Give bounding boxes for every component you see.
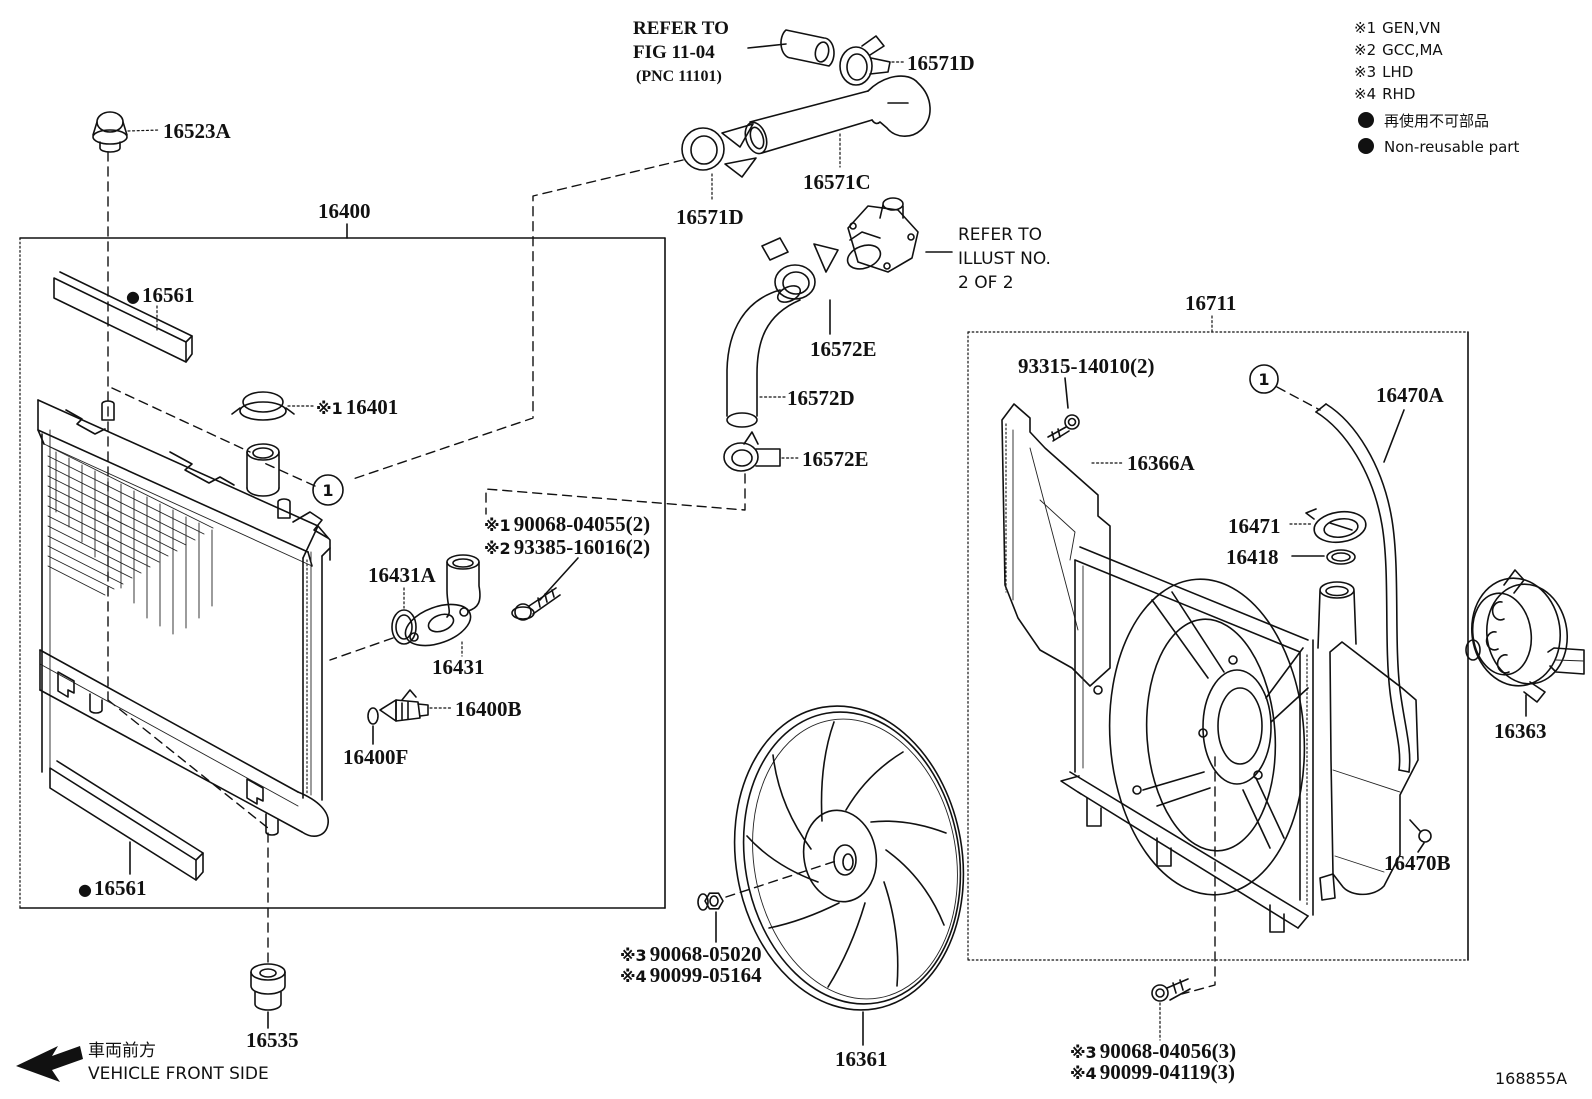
label-16523a[interactable]: 16523A xyxy=(163,119,232,143)
fan-shroud-16711 xyxy=(1060,546,1314,933)
legend-text: GEN,VN xyxy=(1382,19,1441,37)
svg-text:ILLUST NO.: ILLUST NO. xyxy=(958,249,1051,269)
label-93315-14010[interactable]: 93315-14010(2) xyxy=(1018,354,1154,378)
label-16535[interactable]: 16535 xyxy=(246,1028,299,1052)
figure-code: 168855A xyxy=(1495,1069,1567,1088)
label-16572e-top[interactable]: 16572E xyxy=(810,337,877,361)
svg-text:1: 1 xyxy=(1258,370,1269,389)
clamp-16571d-top xyxy=(839,35,891,86)
refer-to-illust-note: REFER TO ILLUST NO. 2 OF 2 xyxy=(925,225,1051,293)
oring-16400f xyxy=(367,707,379,725)
label-16470b[interactable]: 16470B xyxy=(1384,851,1451,875)
water-outlet-16431 xyxy=(404,554,481,647)
label-16571d-top[interactable]: 16571D xyxy=(907,51,975,75)
clip-16470b xyxy=(1409,819,1432,843)
label-16471[interactable]: 16471 xyxy=(1228,514,1281,538)
hose-16571c xyxy=(744,75,931,155)
fan-motor-16363 xyxy=(1465,569,1585,703)
label-16418[interactable]: 16418 xyxy=(1226,545,1279,569)
oring-16431a xyxy=(391,609,417,645)
svg-text:2 OF 2: 2 OF 2 xyxy=(958,273,1014,293)
bolt-90068-04055 xyxy=(511,587,561,621)
label-16561-top[interactable]: ●16561 xyxy=(126,283,194,307)
clamp-16571d-left xyxy=(681,123,757,178)
label-16571d-left[interactable]: 16571D xyxy=(676,205,744,229)
engine-pipe-stub xyxy=(780,29,835,67)
label-16572e-bottom[interactable]: 16572E xyxy=(802,447,869,471)
non-reusable-bullet-icon xyxy=(1358,112,1374,128)
label-16470a[interactable]: 16470A xyxy=(1376,383,1445,407)
label-16571c[interactable]: 16571C xyxy=(803,170,871,194)
assembly-dashed-lines xyxy=(107,151,1321,995)
fan-nut xyxy=(697,892,724,911)
svg-text:REFER TO: REFER TO xyxy=(633,18,729,39)
fan-shroud-assembly-box xyxy=(967,315,1469,961)
cushion-16535 xyxy=(250,963,286,1011)
label-16561-bottom[interactable]: ●16561 xyxy=(78,876,146,900)
radiator-assembly-box xyxy=(19,223,666,909)
gasket-16418 xyxy=(1326,549,1356,565)
label-16361[interactable]: 16361 xyxy=(835,1047,888,1071)
reservoir-tank xyxy=(1317,581,1419,901)
label-16431[interactable]: 16431 xyxy=(432,655,485,679)
refer-to-fig-note: REFER TO FIG 11-04 (PNC 11101) xyxy=(633,18,787,85)
bolt-93315-14010 xyxy=(1047,414,1080,442)
radiator-top-tank xyxy=(37,399,331,567)
assembly-marker-1-left: 1 xyxy=(312,474,344,506)
water-inlet-housing xyxy=(846,197,919,273)
svg-text:1: 1 xyxy=(322,481,333,500)
vehicle-front-indicator: 車両前方 VEHICLE FRONT SIDE xyxy=(16,1041,269,1084)
cap-16401 xyxy=(231,391,295,421)
label-16366a[interactable]: 16366A xyxy=(1127,451,1196,475)
label-16711[interactable]: 16711 xyxy=(1185,291,1236,315)
radiator-side-tanks xyxy=(41,429,331,801)
non-reusable-bullet-icon xyxy=(1358,138,1374,154)
drain-cock-16400b xyxy=(379,689,429,722)
hose-16572d xyxy=(726,285,802,428)
air-guide-16366a xyxy=(1001,403,1111,687)
bolt-90068-04056 xyxy=(1151,978,1191,1002)
vehicle-front-en: VEHICLE FRONT SIDE xyxy=(88,1064,269,1084)
radiator-bottom-tank xyxy=(39,649,329,837)
label-16572d[interactable]: 16572D xyxy=(787,386,855,410)
non-reusable-en: Non-reusable part xyxy=(1384,138,1519,156)
plug-16523a xyxy=(92,111,128,153)
label-16400[interactable]: 16400 xyxy=(318,199,371,223)
radiator-support-lower-16561 xyxy=(49,760,204,881)
svg-text:(PNC 11101): (PNC 11101) xyxy=(636,68,722,85)
vehicle-front-arrow-icon xyxy=(16,1046,83,1082)
hose-16470a xyxy=(1315,403,1411,773)
legend-symbol: ※1 xyxy=(1354,19,1376,37)
label-16431a[interactable]: 16431A xyxy=(368,563,437,587)
fitting-16572e-bottom xyxy=(723,431,781,472)
radiator-16400: ●16561 xyxy=(37,271,331,900)
label-16400b[interactable]: 16400B xyxy=(455,697,522,721)
label-16400f[interactable]: 16400F xyxy=(343,745,408,769)
vehicle-front-jp: 車両前方 xyxy=(88,1041,156,1061)
svg-text:FIG 11-04: FIG 11-04 xyxy=(633,42,715,63)
label-16363[interactable]: 16363 xyxy=(1494,719,1547,743)
svg-text:REFER TO: REFER TO xyxy=(958,225,1042,245)
non-reusable-jp: 再使用不可部品 xyxy=(1384,112,1489,130)
reservoir-cap-16471 xyxy=(1305,508,1367,544)
radiator-support-upper-16561 xyxy=(53,271,193,363)
fan-16361 xyxy=(733,705,965,1011)
radiator-core-fins xyxy=(47,445,214,635)
assembly-marker-1-right: 1 xyxy=(1249,364,1279,394)
